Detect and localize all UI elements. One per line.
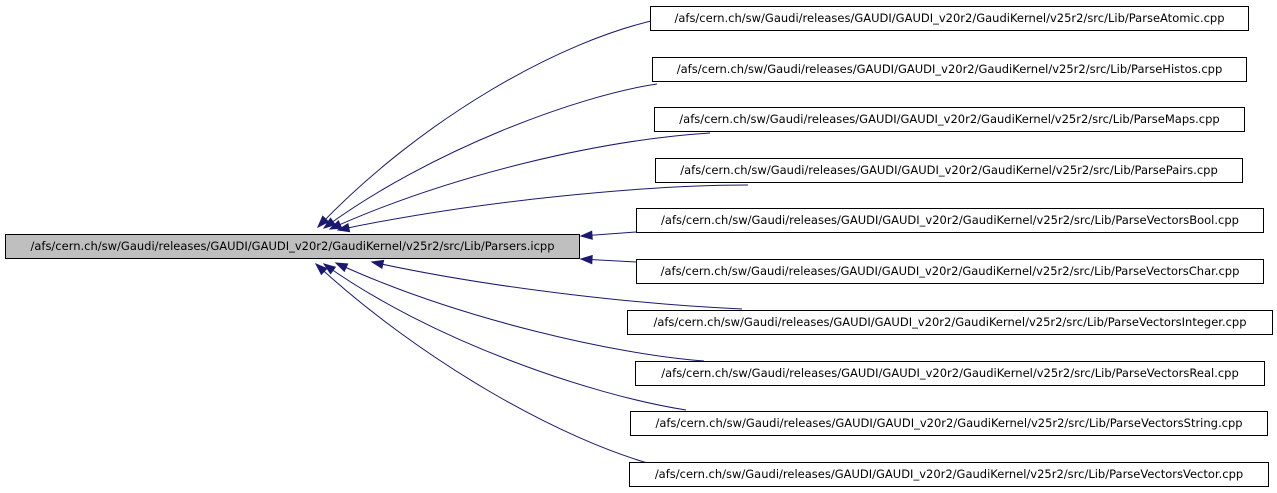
includer-node-parse-vectors-vector[interactable]: /afs/cern.ch/sw/Gaudi/releases/GAUDI/GAU… xyxy=(629,462,1269,487)
includer-node-parse-atomic[interactable]: /afs/cern.ch/sw/Gaudi/releases/GAUDI/GAU… xyxy=(650,6,1249,31)
includer-node-label: /afs/cern.ch/sw/Gaudi/releases/GAUDI/GAU… xyxy=(655,416,1243,430)
edge-parse-maps xyxy=(329,132,711,230)
arrowhead-icon xyxy=(336,223,351,233)
arrowhead-icon xyxy=(322,217,337,229)
edge-parse-histos xyxy=(323,83,658,229)
root-node: /afs/cern.ch/sw/Gaudi/releases/GAUDI/GAU… xyxy=(5,234,580,259)
arrowhead-icon xyxy=(328,219,343,230)
arrowhead-icon xyxy=(579,254,593,265)
includer-node-parse-vectors-real[interactable]: /afs/cern.ch/sw/Gaudi/releases/GAUDI/GAU… xyxy=(635,361,1265,386)
includer-node-label: /afs/cern.ch/sw/Gaudi/releases/GAUDI/GAU… xyxy=(679,112,1220,126)
includer-node-parse-vectors-integer[interactable]: /afs/cern.ch/sw/Gaudi/releases/GAUDI/GAU… xyxy=(627,310,1273,335)
includer-node-parse-vectors-char[interactable]: /afs/cern.ch/sw/Gaudi/releases/GAUDI/GAU… xyxy=(636,259,1264,284)
includer-node-label: /afs/cern.ch/sw/Gaudi/releases/GAUDI/GAU… xyxy=(676,62,1223,76)
edge-parse-vectors-real xyxy=(335,262,705,362)
edge-parse-atomic xyxy=(317,18,661,228)
includer-node-parse-vectors-string[interactable]: /afs/cern.ch/sw/Gaudi/releases/GAUDI/GAU… xyxy=(630,411,1268,436)
includer-node-parse-pairs[interactable]: /afs/cern.ch/sw/Gaudi/releases/GAUDI/GAU… xyxy=(655,158,1243,183)
edge-parse-pairs xyxy=(337,184,749,231)
includer-node-label: /afs/cern.ch/sw/Gaudi/releases/GAUDI/GAU… xyxy=(680,163,1218,177)
edge-parse-vectors-string xyxy=(323,263,687,411)
edge-parse-vectors-vector xyxy=(315,263,659,467)
arrowhead-icon xyxy=(579,230,593,240)
includer-node-label: /afs/cern.ch/sw/Gaudi/releases/GAUDI/GAU… xyxy=(654,467,1244,481)
includer-node-label: /afs/cern.ch/sw/Gaudi/releases/GAUDI/GAU… xyxy=(661,213,1239,227)
includer-node-parse-histos[interactable]: /afs/cern.ch/sw/Gaudi/releases/GAUDI/GAU… xyxy=(652,57,1247,82)
includer-node-label: /afs/cern.ch/sw/Gaudi/releases/GAUDI/GAU… xyxy=(661,366,1239,380)
arrowhead-icon xyxy=(370,259,385,270)
includer-node-label: /afs/cern.ch/sw/Gaudi/releases/GAUDI/GAU… xyxy=(653,315,1247,329)
root-node-label: /afs/cern.ch/sw/Gaudi/releases/GAUDI/GAU… xyxy=(30,239,555,253)
arrowhead-icon xyxy=(334,262,349,273)
includer-node-parse-maps[interactable]: /afs/cern.ch/sw/Gaudi/releases/GAUDI/GAU… xyxy=(654,107,1245,132)
arrowhead-icon xyxy=(314,263,328,276)
includer-node-label: /afs/cern.ch/sw/Gaudi/releases/GAUDI/GAU… xyxy=(660,264,1240,278)
edge-parse-vectors-integer xyxy=(371,261,743,310)
arrowhead-icon xyxy=(316,215,330,229)
includer-node-parse-vectors-bool[interactable]: /afs/cern.ch/sw/Gaudi/releases/GAUDI/GAU… xyxy=(636,208,1264,233)
arrowhead-icon xyxy=(322,263,337,275)
includer-node-label: /afs/cern.ch/sw/Gaudi/releases/GAUDI/GAU… xyxy=(674,11,1225,25)
